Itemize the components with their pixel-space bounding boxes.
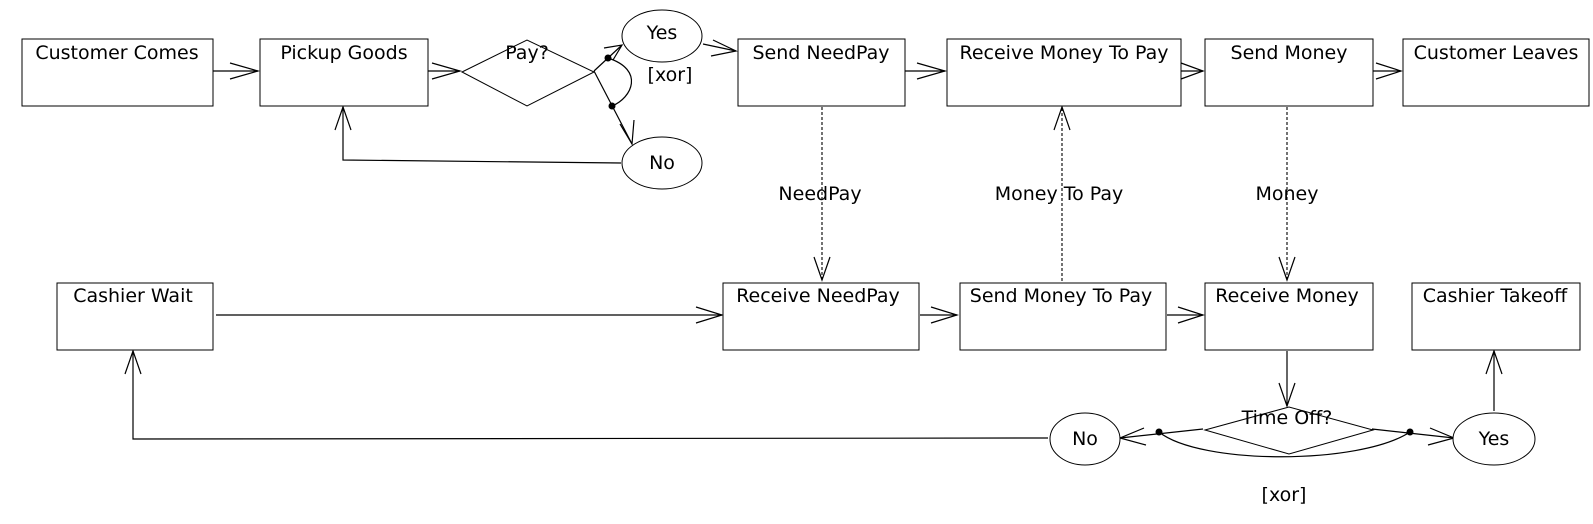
arrowhead bbox=[619, 119, 635, 146]
xor-dot bbox=[1406, 428, 1414, 436]
arrowhead bbox=[124, 349, 142, 375]
arrowhead bbox=[695, 306, 725, 324]
message-label-money-to-pay: Money To Pay bbox=[995, 183, 1124, 205]
node-send-money-to-pay[interactable]: Send Money To Pay bbox=[959, 282, 1167, 351]
node-label: Customer Leaves bbox=[1414, 42, 1579, 64]
decision-pay[interactable]: Pay? bbox=[460, 39, 596, 107]
node-label: Send Money bbox=[1231, 42, 1348, 64]
xor-dot bbox=[608, 102, 616, 110]
arrowhead bbox=[1177, 306, 1205, 324]
node-label: Receive NeedPay bbox=[736, 285, 900, 307]
node-label: Pickup Goods bbox=[280, 42, 407, 64]
arrowhead bbox=[916, 62, 948, 80]
node-label: Yes bbox=[1478, 428, 1510, 450]
node-pay-no[interactable]: No bbox=[621, 136, 703, 190]
node-receive-money[interactable]: Receive Money bbox=[1204, 282, 1374, 351]
node-customer-leaves[interactable]: Customer Leaves bbox=[1402, 38, 1590, 107]
node-timeoff-no[interactable]: No bbox=[1049, 412, 1121, 466]
edges bbox=[124, 39, 1503, 458]
xor-dot bbox=[1155, 428, 1163, 436]
node-cashier-wait[interactable]: Cashier Wait bbox=[56, 282, 214, 351]
arrowhead bbox=[1180, 62, 1205, 80]
node-label: No bbox=[1072, 428, 1098, 450]
node-pickup-goods[interactable]: Pickup Goods bbox=[259, 38, 429, 107]
node-label: Yes bbox=[646, 22, 678, 44]
node-send-money[interactable]: Send Money bbox=[1204, 38, 1374, 107]
node-label: Receive Money To Pay bbox=[960, 42, 1169, 64]
xor-arc-timeoff bbox=[1158, 431, 1411, 458]
node-label: Cashier Takeoff bbox=[1423, 285, 1568, 307]
message-label-money: Money bbox=[1256, 183, 1319, 205]
arrowhead bbox=[1485, 349, 1503, 375]
node-label: Cashier Wait bbox=[73, 285, 193, 307]
node-timeoff-yes[interactable]: Yes bbox=[1452, 412, 1536, 466]
arrowhead bbox=[1278, 256, 1296, 282]
decision-time-off[interactable]: Time Off? bbox=[1203, 406, 1375, 455]
node-label: Send Money To Pay bbox=[970, 285, 1152, 307]
arrowhead bbox=[710, 39, 738, 57]
node-receive-money-to-pay[interactable]: Receive Money To Pay bbox=[946, 38, 1182, 107]
message-label-needpay: NeedPay bbox=[778, 183, 861, 205]
decision-label: Time Off? bbox=[1241, 407, 1333, 429]
edge-no-to-pickup bbox=[342, 107, 622, 164]
arrowhead bbox=[1375, 62, 1403, 80]
xor-label-pay: [xor] bbox=[648, 64, 693, 86]
xor-dot bbox=[604, 54, 612, 62]
node-label: Customer Comes bbox=[35, 42, 198, 64]
edge-yes-to-sendneedpay bbox=[702, 43, 737, 52]
node-customer-comes[interactable]: Customer Comes bbox=[21, 38, 214, 107]
node-cashier-takeoff[interactable]: Cashier Takeoff bbox=[1411, 282, 1581, 351]
arrowhead bbox=[431, 62, 463, 80]
node-receive-needpay[interactable]: Receive NeedPay bbox=[722, 282, 920, 351]
arrowhead bbox=[334, 105, 352, 131]
arrowhead bbox=[930, 306, 960, 324]
xor-arc-pay bbox=[607, 57, 632, 107]
arrowhead bbox=[1278, 382, 1296, 408]
arrowhead bbox=[603, 44, 624, 61]
arrowhead bbox=[229, 62, 261, 80]
decision-label: Pay? bbox=[505, 42, 549, 64]
edge-no-to-wait bbox=[132, 351, 1049, 440]
xor-label-timeoff: [xor] bbox=[1262, 484, 1307, 506]
node-label: No bbox=[649, 152, 675, 174]
arrowhead bbox=[1053, 105, 1071, 131]
node-send-needpay[interactable]: Send NeedPay bbox=[737, 38, 906, 107]
arrowhead bbox=[813, 256, 831, 282]
node-pay-yes[interactable]: Yes bbox=[621, 9, 703, 63]
node-label: Send NeedPay bbox=[752, 42, 889, 64]
node-label: Receive Money bbox=[1215, 285, 1358, 307]
